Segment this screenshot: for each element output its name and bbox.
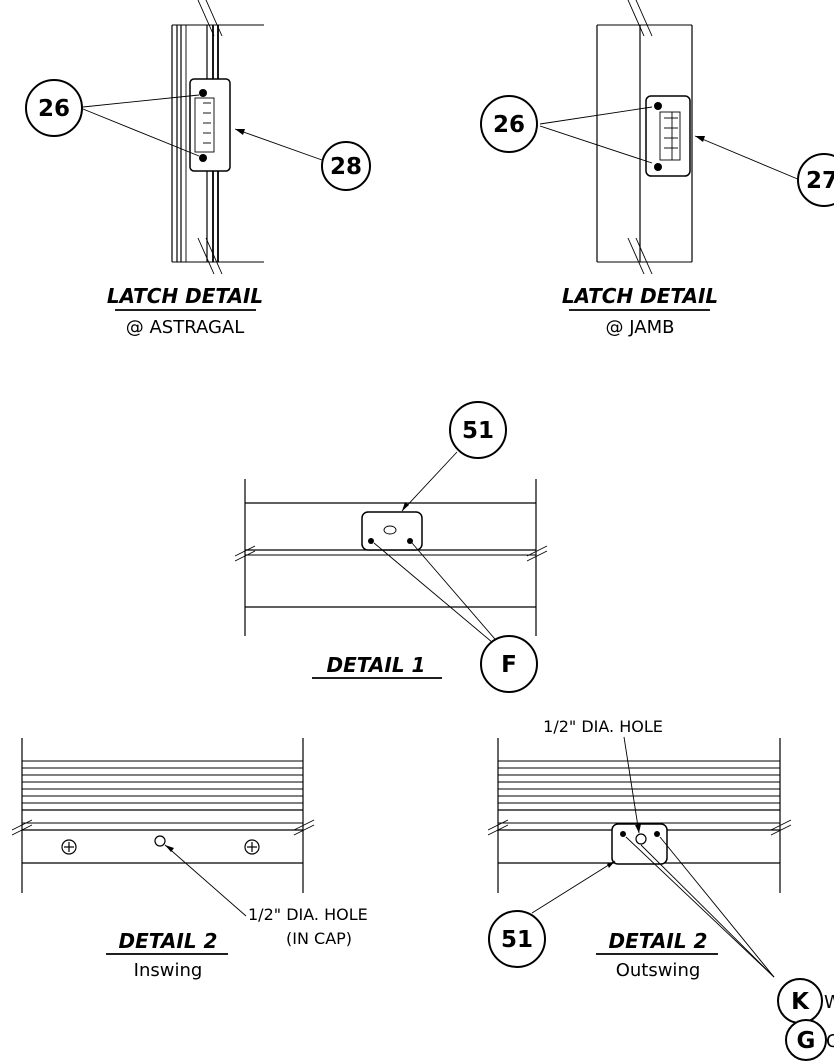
latch-astragal-title: LATCH DETAIL: [107, 284, 263, 308]
screw-head: [244, 839, 260, 855]
callout-bubble: [321, 141, 371, 191]
callout-F: F: [501, 652, 517, 678]
screw-hole: [199, 154, 207, 162]
callout-bubble: [488, 910, 546, 968]
strike-plate-jamb: [645, 95, 691, 177]
screw-hole: [654, 163, 662, 171]
callout-bubble: [480, 95, 538, 153]
detail-1-drawing: [234, 451, 548, 654]
drain-hole: [154, 835, 166, 847]
callout-bubble: [797, 153, 834, 207]
inswing-note-line1: 1/2" DIA. HOLE: [248, 905, 368, 924]
detail-2-outswing-subtitle: Outswing: [616, 960, 701, 981]
detail-2-outswing-title: DETAIL 2: [609, 929, 708, 953]
detail-2-inswing-title: DETAIL 2: [119, 929, 218, 953]
callout-K-suffix: W: [824, 992, 834, 1013]
callout-28: 28: [330, 154, 362, 180]
callout-G: G: [797, 1028, 816, 1054]
detail-2-inswing-subtitle: Inswing: [134, 960, 203, 981]
callout-bubble: [480, 635, 538, 693]
callout-51-detail1: 51: [462, 418, 494, 444]
detail-1-title: DETAIL 1: [327, 653, 426, 677]
callout-27: 27: [806, 168, 834, 194]
screw-hole: [199, 89, 207, 97]
latch-detail-astragal: [82, 0, 323, 275]
callout-26-jamb: 26: [493, 112, 525, 138]
screw-hole: [368, 538, 374, 544]
center-hole: [383, 525, 397, 535]
callout-bubble: [25, 79, 83, 137]
plate-51: [361, 511, 423, 551]
screw-hole: [654, 102, 662, 110]
latch-detail-jamb: [539, 0, 801, 275]
latch-jamb-title: LATCH DETAIL: [562, 284, 718, 308]
callout-G-suffix: C: [826, 1031, 834, 1052]
latch-astragal-subtitle: @ ASTRAGAL: [126, 317, 245, 338]
detail-2-outswing-drawing: [487, 736, 792, 978]
center-hole: [635, 833, 647, 845]
screw-hole: [654, 831, 660, 837]
callout-51-outswing: 51: [501, 927, 533, 953]
callout-26-astragal: 26: [38, 96, 70, 122]
strike-plate-astragal: [189, 78, 231, 172]
inswing-note-line2: (IN CAP): [286, 929, 352, 948]
screw-hole: [407, 538, 413, 544]
outswing-note: 1/2" DIA. HOLE: [543, 717, 663, 736]
screw-head: [61, 839, 77, 855]
callout-bubble: [449, 401, 507, 459]
latch-jamb-subtitle: @ JAMB: [606, 317, 675, 338]
detail-2-inswing-drawing: [11, 738, 315, 917]
callout-K: K: [791, 989, 810, 1015]
callout-bubble: [785, 1019, 827, 1061]
screw-hole: [620, 831, 626, 837]
